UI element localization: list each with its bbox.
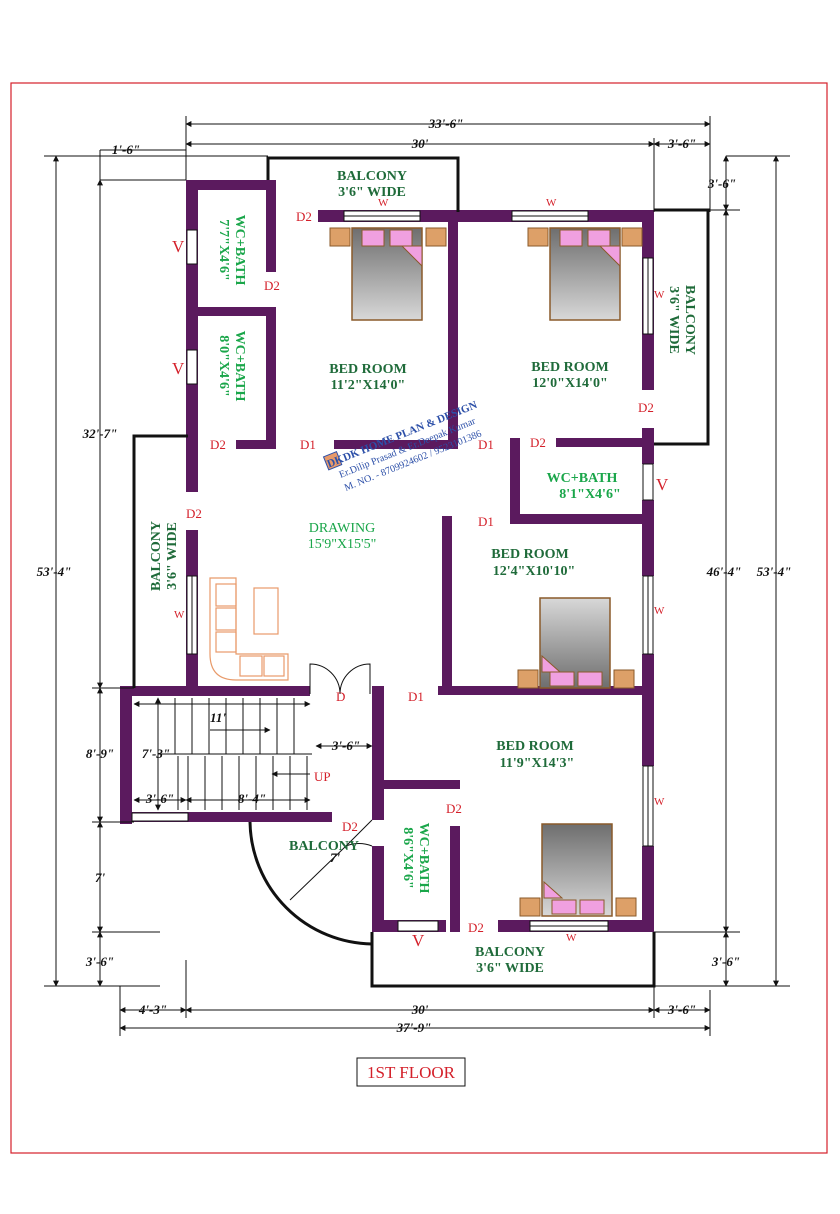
tag-v: V xyxy=(412,931,425,950)
floor-title: 1ST FLOOR xyxy=(356,1057,466,1087)
tag-v: V xyxy=(172,359,185,378)
tag-w: W xyxy=(378,197,389,209)
dim-left-lower: 7' xyxy=(95,870,106,885)
bed4-name: BED ROOM xyxy=(496,739,573,754)
dim-stair-gap: 3'-6" xyxy=(331,738,360,753)
drawing-name: DRAWING xyxy=(309,521,376,536)
wc2-size: 8'0"X4'6" xyxy=(216,335,231,396)
dimension-text: 33'-6" 30' 3'-6" 1'-6" 3'-6" 32'-7" 53'-… xyxy=(37,116,792,1035)
balcony-top-size: 3'6" WIDE xyxy=(338,185,406,200)
tag-up: UP xyxy=(314,769,331,784)
tag-d2: D2 xyxy=(264,278,280,293)
tag-d2: D2 xyxy=(342,819,358,834)
wc1-name: WC+BATH xyxy=(232,215,247,286)
balcony-left-name: BALCONY xyxy=(149,521,164,591)
windows xyxy=(131,210,654,932)
tag-w: W xyxy=(566,932,577,944)
tag-w: W xyxy=(654,796,665,808)
tag-d2: D2 xyxy=(186,506,202,521)
balcony-outlines xyxy=(132,156,710,988)
dim-bottom-main: 30' xyxy=(411,1002,429,1017)
balcony-left-size: 3'6" WIDE xyxy=(165,522,180,590)
bed1-name: BED ROOM xyxy=(329,362,406,377)
tag-d1: D1 xyxy=(478,514,494,529)
dim-bottom-right: 3'-6" xyxy=(667,1002,696,1017)
balcony-curve-name: BALCONY xyxy=(289,839,359,854)
bed-2 xyxy=(527,227,643,321)
dim-stair-bottom-left: 3'-6" xyxy=(145,791,174,806)
balcony-right-size: 3'6" WIDE xyxy=(666,286,681,354)
dim-bottom-left: 4'-3" xyxy=(138,1002,167,1017)
dim-left-bottom: 3'-6" xyxy=(85,954,114,969)
wc3-size: 8'1"X4'6" xyxy=(559,487,620,502)
dim-stair-bottom-right: 8'-4" xyxy=(238,791,266,806)
tag-d2: D2 xyxy=(210,437,226,452)
bed2-size: 12'0"X14'0" xyxy=(532,376,607,391)
balcony-bottom-name: BALCONY xyxy=(475,945,545,960)
floor-title-text: 1ST FLOOR xyxy=(367,1063,456,1082)
bed2-name: BED ROOM xyxy=(531,360,608,375)
dim-right-bottom: 3'-6" xyxy=(711,954,740,969)
bed-3 xyxy=(517,597,635,689)
wc4-size: 8'6"X4'6" xyxy=(400,827,415,888)
wc4-name: WC+BATH xyxy=(416,823,431,894)
balcony-top-name: BALCONY xyxy=(337,169,407,184)
tag-w: W xyxy=(546,197,557,209)
dim-right-total: 53'-4" xyxy=(757,564,792,579)
balcony-right-name: BALCONY xyxy=(682,285,697,355)
dim-top-total: 33'-6" xyxy=(428,116,464,131)
tag-d1: D1 xyxy=(478,437,494,452)
bed3-name: BED ROOM xyxy=(491,547,568,562)
dimension-lines xyxy=(44,116,790,1036)
tag-v: V xyxy=(172,237,185,256)
dim-stair-inner: 7'-3" xyxy=(142,746,170,761)
bed3-size: 12'4"X10'10" xyxy=(493,564,575,579)
dim-left-upper: 32'-7" xyxy=(82,426,118,441)
tag-d2: D2 xyxy=(468,920,484,935)
wc3-name: WC+BATH xyxy=(547,471,618,486)
staircase xyxy=(157,698,312,810)
bed1-size: 11'2"X14'0" xyxy=(331,378,406,393)
tag-d2: D2 xyxy=(296,209,312,224)
tag-w: W xyxy=(654,289,665,301)
balcony-curve-size: 7' xyxy=(330,850,341,865)
sheet-frame xyxy=(10,82,828,1154)
tag-d1: D1 xyxy=(408,689,424,704)
dim-top-left: 1'-6" xyxy=(112,142,140,157)
drawing-size: 15'9"X15'5" xyxy=(308,537,377,552)
dim-top-main: 30' xyxy=(411,136,429,151)
wc2-name: WC+BATH xyxy=(232,331,247,402)
dim-bottom-total: 37'-9" xyxy=(396,1020,432,1035)
door-swings xyxy=(289,663,373,901)
tag-d1: D1 xyxy=(300,437,316,452)
sofa-set xyxy=(209,577,289,681)
tag-d2: D2 xyxy=(446,801,462,816)
wc1-size: 7'7"X4'6" xyxy=(216,219,231,280)
dim-right-inner: 46'-4" xyxy=(706,564,742,579)
balcony-bottom-size: 3'6" WIDE xyxy=(476,961,544,976)
tag-w: W xyxy=(654,605,665,617)
tag-w: W xyxy=(174,609,185,621)
bed-4 xyxy=(519,823,637,917)
tag-d: D xyxy=(336,689,345,704)
dim-left-total: 53'-4" xyxy=(37,564,72,579)
dim-stair-width: 11' xyxy=(210,710,226,725)
tag-d2: D2 xyxy=(638,400,654,415)
dim-top-right: 3'-6" xyxy=(667,136,696,151)
dim-stair-left: 8'-9" xyxy=(86,746,114,761)
room-labels: BALCONY 3'6" WIDE WC+BATH 7'7"X4'6" WC+B… xyxy=(149,169,697,976)
bed-1 xyxy=(329,227,447,321)
tag-d2: D2 xyxy=(530,435,546,450)
watermark-logo: DK xyxy=(326,453,346,470)
bed4-size: 11'9"X14'3" xyxy=(500,756,575,771)
tag-v: V xyxy=(656,475,669,494)
dim-right-top: 3'-6" xyxy=(707,176,736,191)
opening-tags: D2 D2 D2 D1 D1 D2 D2 D1 D2 D D1 D2 D2 D2… xyxy=(172,197,669,950)
